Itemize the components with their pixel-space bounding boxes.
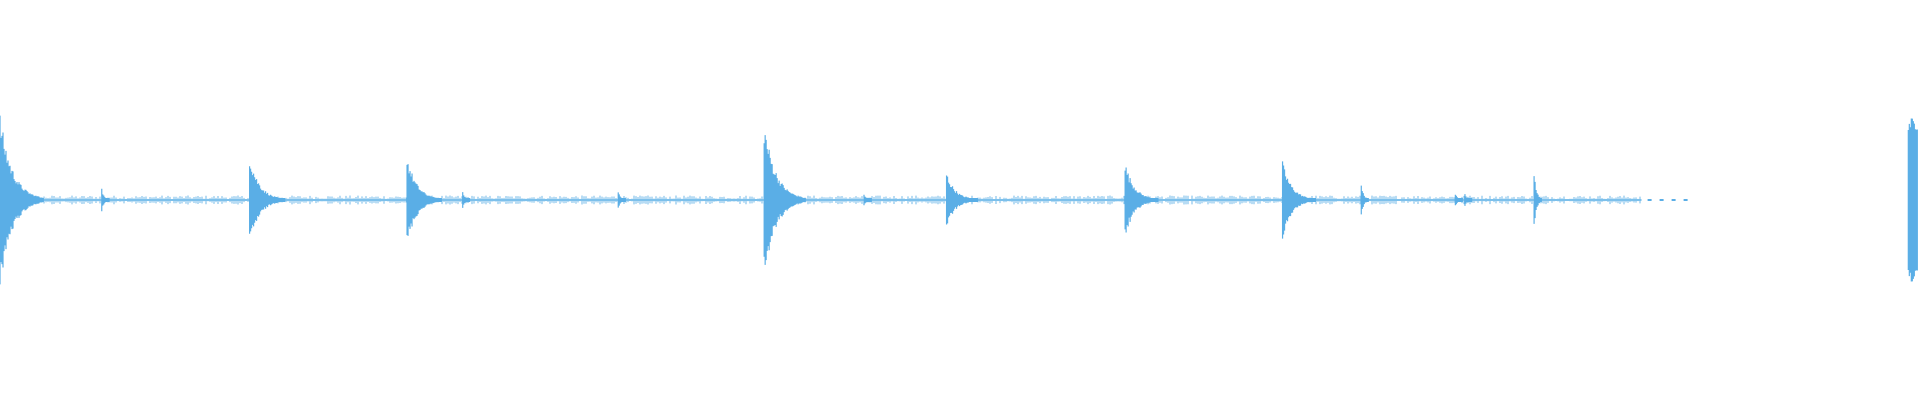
waveform-transient (945, 175, 979, 225)
waveform-transient (617, 192, 626, 208)
waveform-tail-dot (1683, 199, 1688, 201)
waveform-transient (406, 164, 442, 236)
waveform-tail-dot (1671, 199, 1676, 201)
waveform-transient (763, 135, 806, 265)
waveform-transient (1907, 118, 1918, 282)
waveform-transient (1281, 161, 1317, 239)
waveform-transient (863, 194, 872, 206)
waveform-transient (1464, 194, 1473, 206)
waveform-transient (1454, 194, 1463, 206)
waveform-transient (249, 166, 286, 234)
waveform-noise (0, 195, 1641, 205)
waveform-transient (1533, 176, 1542, 224)
waveform-tail-dot (1647, 199, 1652, 201)
waveform-transient (101, 188, 110, 212)
waveform-transient (462, 192, 471, 208)
waveform-tail-dot (1659, 199, 1664, 201)
waveform-transient (1360, 185, 1369, 215)
waveform-transient (1124, 167, 1159, 233)
waveform-transient (0, 115, 44, 285)
